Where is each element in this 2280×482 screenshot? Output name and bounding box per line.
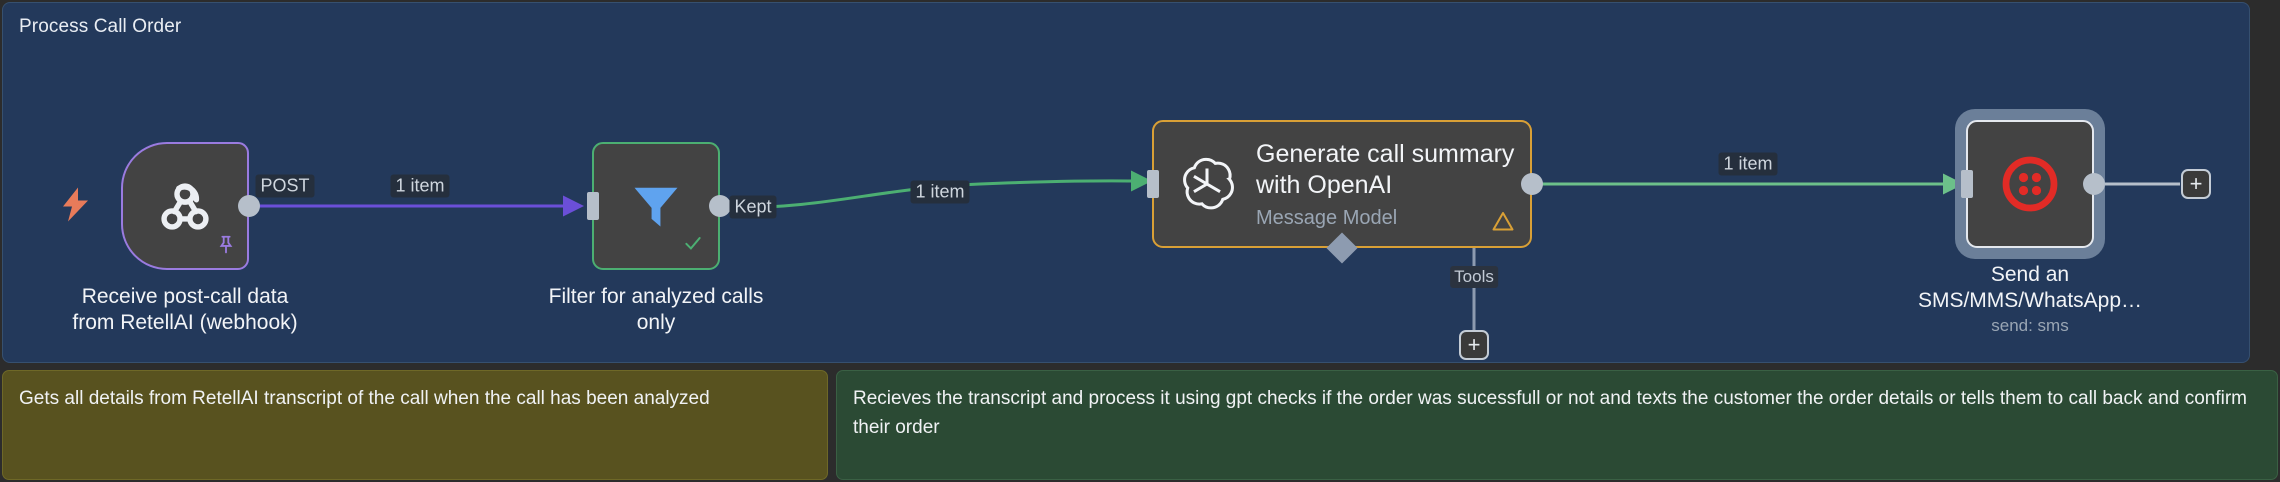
openai-output-port[interactable] [1521,173,1543,195]
node-webhook-label: Receive post-call data from RetellAI (we… [72,285,298,334]
sticky-note-openai[interactable]: Recieves the transcript and process it u… [836,370,2278,480]
node-webhook[interactable]: Receive post-call data from RetellAI (we… [72,142,298,334]
node-filter-label: Filter for analyzed calls only [548,285,764,334]
warning-triangle-icon[interactable] [1490,209,1516,238]
connection-label-2: 1 item [910,180,970,204]
twilio-input-port[interactable] [1961,170,1973,198]
twilio-icon [2000,154,2060,214]
filter-output-label: Kept [729,195,777,219]
connection-label-1: 1 item [390,174,450,198]
lightning-bolt-icon [63,187,89,227]
webhook-icon [154,175,216,237]
node-openai[interactable]: Generate call summary with OpenAI Messag… [1147,120,1543,264]
node-twilio[interactable]: Send an SMS/MMS/WhatsApp… send: sms [1918,109,2142,335]
sticky-note-webhook-text: Gets all details from RetellAI transcrip… [19,388,710,409]
filter-output-port[interactable] [709,195,731,217]
openai-input-port[interactable] [1147,170,1159,198]
openai-icon [1176,153,1238,215]
connection-label-3: 1 item [1718,152,1778,176]
check-icon [682,233,704,258]
funnel-icon [628,178,684,234]
node-filter[interactable]: Filter for analyzed calls only [549,142,763,334]
node-twilio-label: Send an SMS/MMS/WhatsApp… [1917,263,2143,312]
node-openai-title: Generate call summary with OpenAI [1256,139,1515,199]
pin-icon [215,233,237,262]
node-twilio-body[interactable] [1966,120,2094,248]
webhook-output-port[interactable] [238,195,260,217]
node-filter-body[interactable] [592,142,720,270]
filter-input-port[interactable] [587,192,599,220]
sticky-note-webhook[interactable]: Gets all details from RetellAI transcrip… [2,370,828,480]
node-webhook-body[interactable] [121,142,249,270]
add-tool-button[interactable]: + [1459,330,1489,360]
sticky-note-title: Process Call Order [19,16,182,37]
webhook-output-label: POST [255,174,315,198]
sticky-note-openai-text: Recieves the transcript and process it u… [853,388,2247,438]
twilio-output-port[interactable] [2083,173,2105,195]
add-node-button[interactable]: + [2181,169,2211,199]
tools-connector-label: Tools [1450,266,1498,288]
node-openai-body[interactable]: Generate call summary with OpenAI Messag… [1152,120,1532,248]
node-twilio-sublabel: send: sms [1991,316,2069,335]
node-openai-subtitle: Message Model [1256,206,1398,229]
